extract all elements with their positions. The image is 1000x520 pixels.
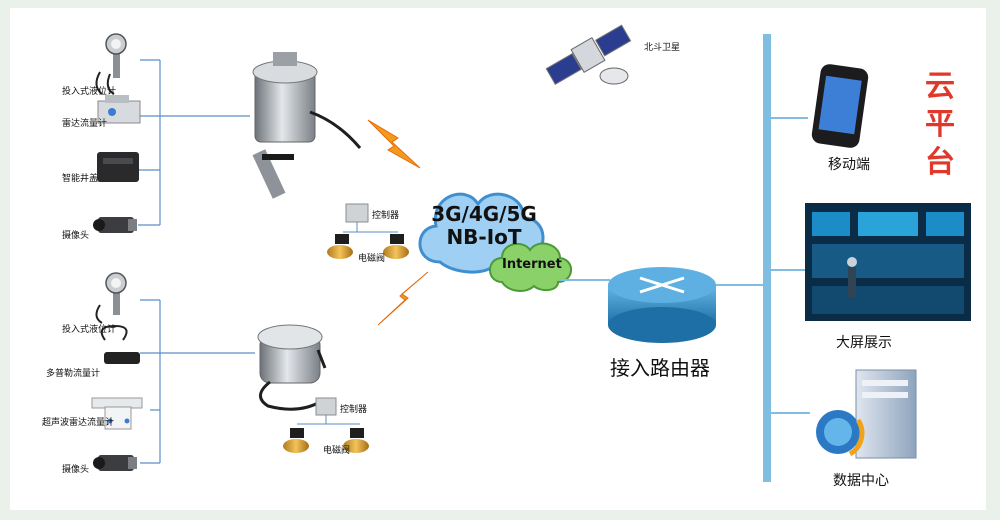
sensor-label: 摄像头 [62, 231, 90, 241]
wellhead-terminal-1-image [252, 52, 362, 199]
camera-1-image [93, 217, 137, 233]
ultrasonic-radar-flowmeter-image [91, 397, 143, 430]
satellite-label: 北斗卫星 [644, 43, 681, 53]
internet-label: Internet [502, 257, 562, 272]
router-label: 接入路由器 [610, 356, 710, 380]
station2-connector-lines [140, 299, 255, 464]
sensor-label: 多普勒流量计 [46, 369, 101, 379]
valve-label: 电磁阀 [358, 254, 386, 264]
router-icon [608, 267, 716, 343]
lightning-icon-top [367, 119, 421, 169]
valve-2-image [283, 428, 369, 453]
level-gauge-1-image [95, 33, 127, 95]
radar-flowmeter-1-image [97, 95, 141, 124]
mobile-label: 移动端 [828, 157, 870, 173]
sensor-label: 超声波雷达流量计 [42, 418, 115, 428]
controller-1-image [343, 203, 398, 233]
internet-cloud-icon [489, 242, 572, 292]
smart-manhole-1-image [97, 152, 139, 182]
sensor-label: 智能井盖 [62, 174, 99, 184]
cloud-platform-char: 台 [925, 145, 955, 180]
mobile-phone-icon [811, 64, 869, 148]
datacenter-label: 数据中心 [833, 473, 889, 489]
data-center-server-icon [816, 369, 917, 459]
sensor-label: 摄像头 [62, 465, 90, 475]
cloud-platform-char: 云 [925, 69, 955, 104]
controller-label: 控制器 [372, 211, 400, 221]
satellite-icon [545, 24, 632, 85]
controller-label: 控制器 [340, 405, 368, 415]
sensor-label: 投入式液位计 [62, 325, 117, 335]
big-screen-image [805, 203, 971, 321]
cloud-platform-char: 平 [925, 107, 955, 142]
wellhead-terminal-2-image [257, 324, 327, 411]
controller-2-image [297, 397, 360, 425]
network-cloud-line2: NB-IoT [446, 225, 522, 249]
valve-label: 电磁阀 [323, 446, 351, 456]
sensor-label: 投入式液位计 [62, 87, 117, 97]
bus-branch-lines [771, 117, 810, 414]
cloud-platform-label: 云 平 台 [915, 69, 965, 180]
doppler-flowmeter-image [100, 324, 140, 364]
station1-connector-lines [138, 59, 250, 226]
sensor-label: 雷达流量计 [62, 119, 108, 129]
network-cloud-line1: 3G/4G/5G [431, 202, 537, 226]
platform-bus [763, 34, 771, 482]
level-gauge-2-image [95, 272, 127, 324]
valve-1-image [327, 234, 409, 259]
screen-label: 大屏展示 [836, 335, 892, 351]
lightning-icon-bottom [377, 271, 429, 326]
network-cloud-text: 3G/4G/5G NB-IoT [424, 203, 544, 249]
camera-2-image [93, 455, 137, 471]
